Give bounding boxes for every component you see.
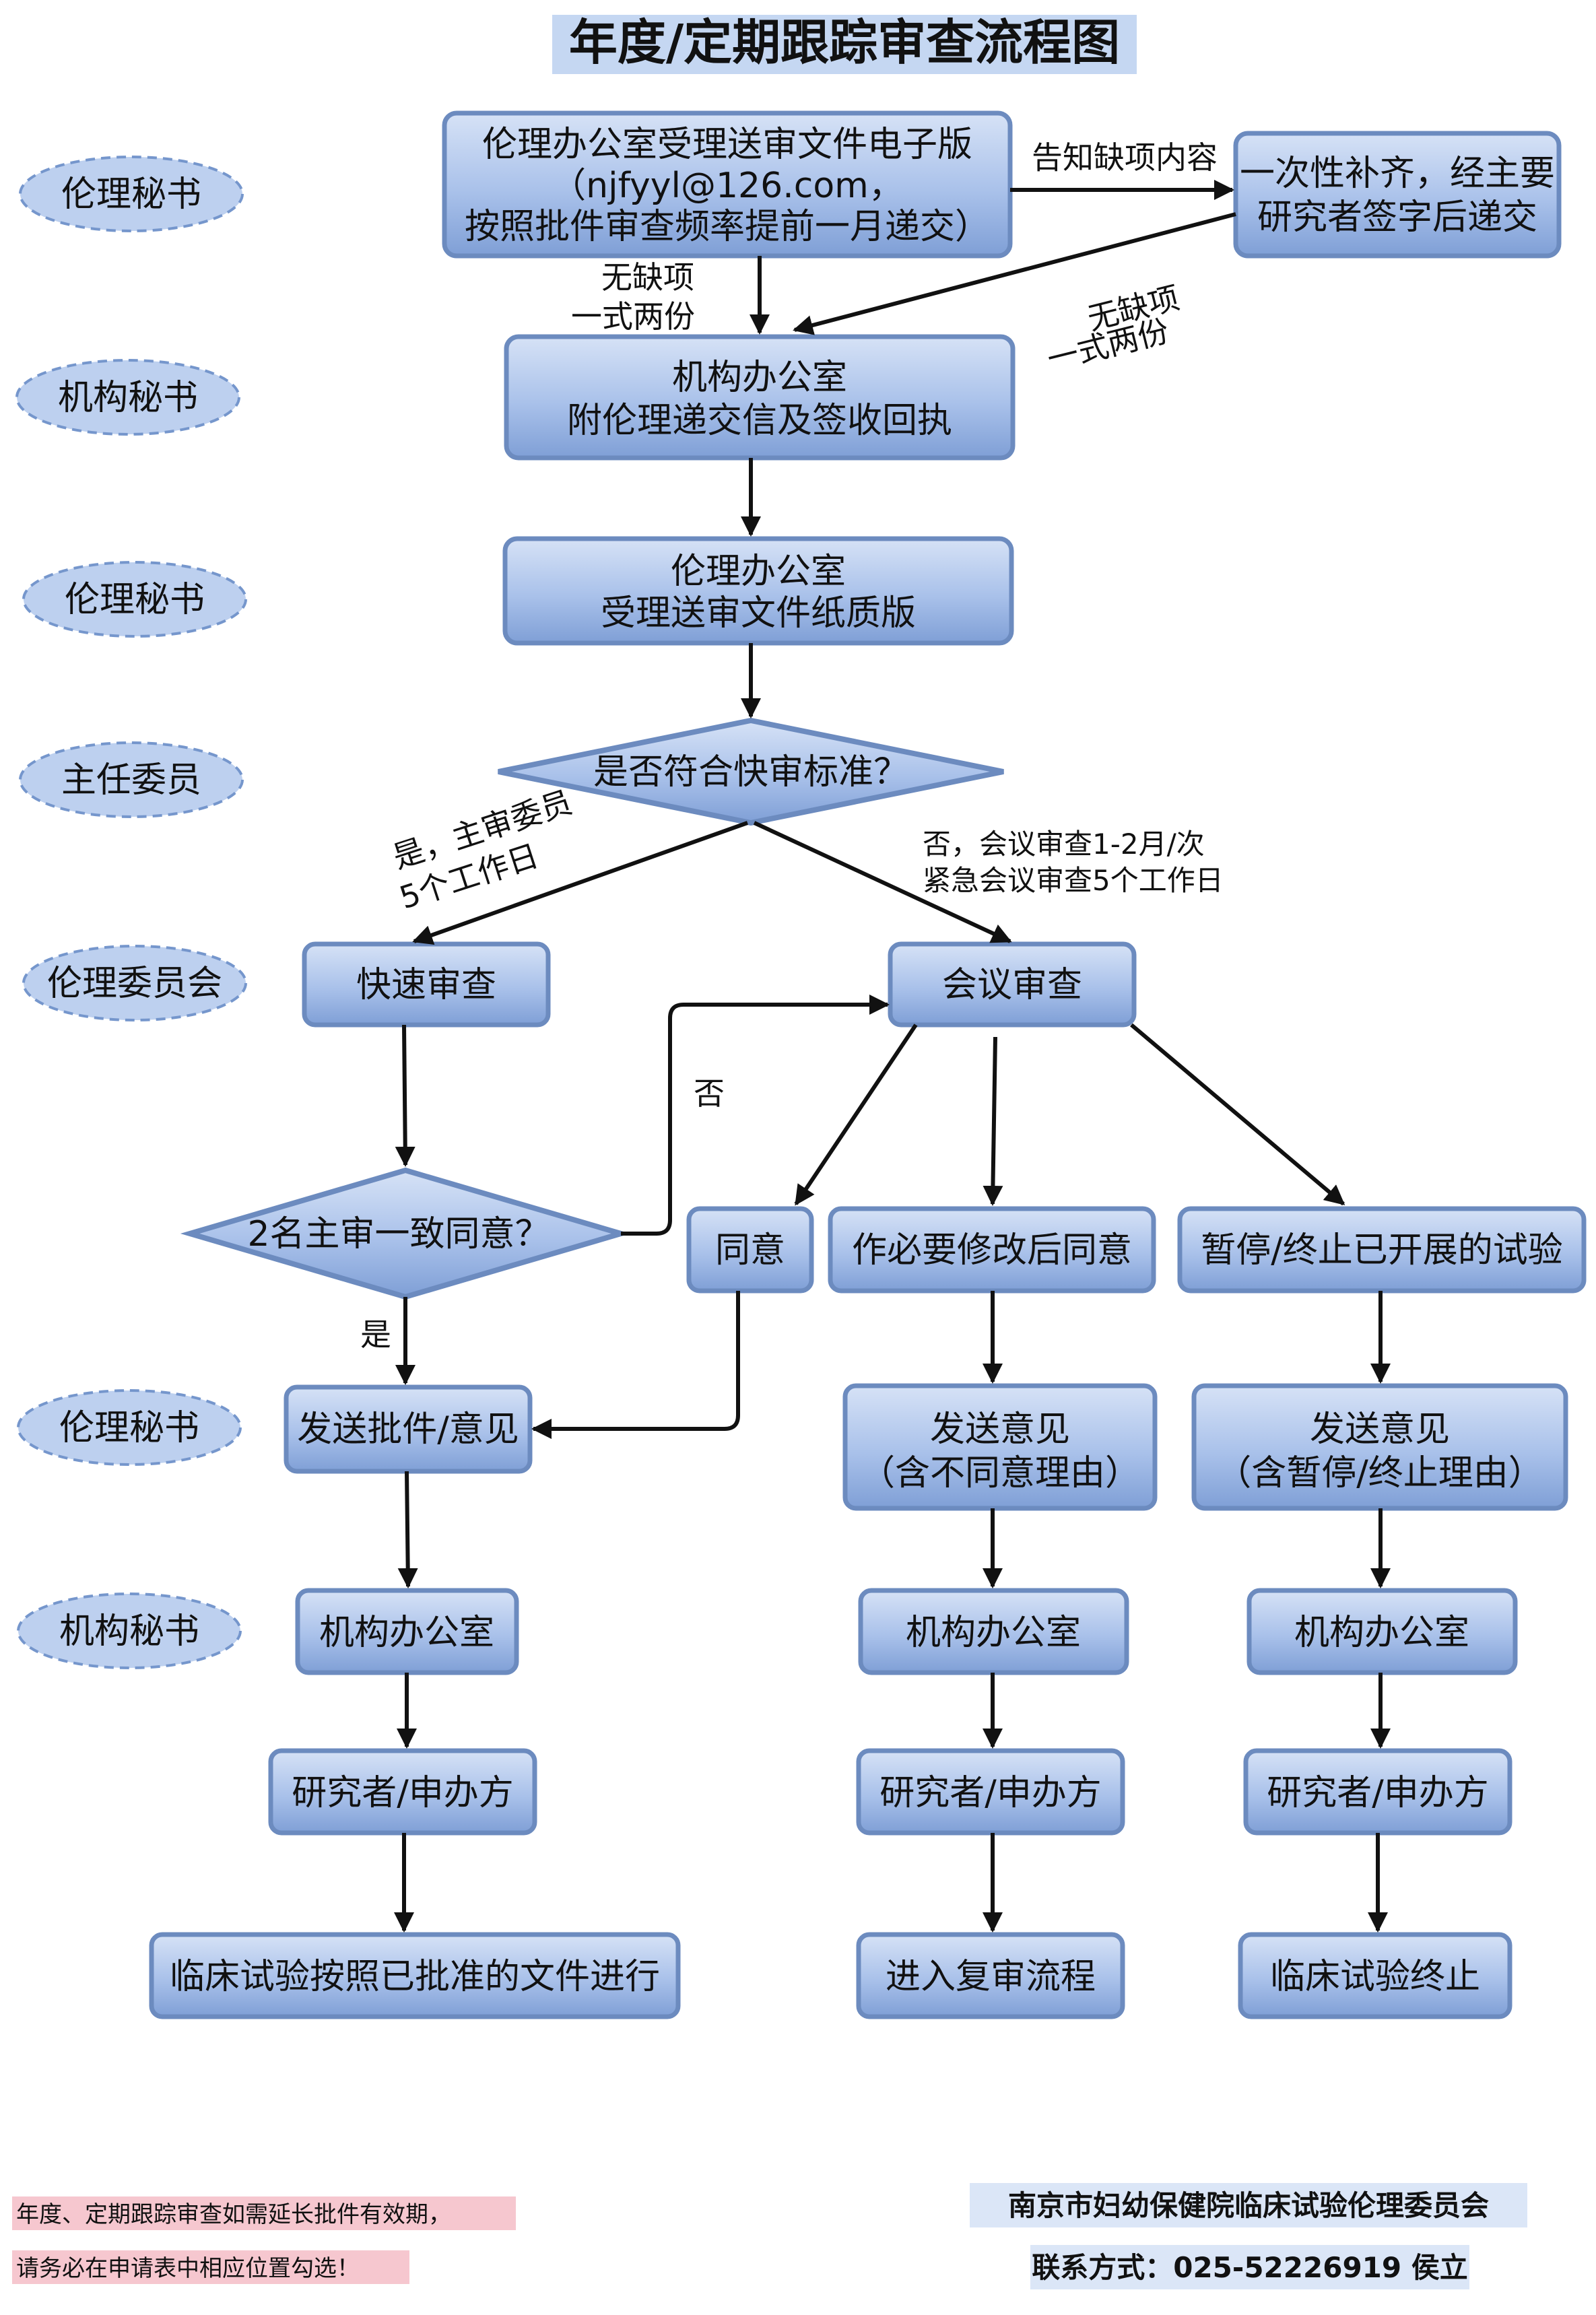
svg-text:伦理秘书: 伦理秘书 — [59, 1408, 199, 1448]
svg-text:伦理秘书: 伦理秘书 — [65, 580, 205, 620]
node-send-opinion-disagree: 发送意见 （含不同意理由） — [842, 1383, 1158, 1511]
arrow-to-fast-review — [412, 821, 749, 945]
role-label-institution-secretary-2: 机构秘书 — [17, 1592, 242, 1669]
svg-text:机构秘书: 机构秘书 — [59, 1611, 199, 1652]
svg-text:快速审查: 快速审查 — [356, 965, 496, 1005]
node-fast-review: 快速审查 — [302, 941, 551, 1028]
svg-text:研究者/申办方: 研究者/申办方 — [292, 1773, 514, 1813]
node-ethics-office-paper: 伦理办公室 受理送审文件纸质版 — [502, 536, 1014, 646]
footer-contact: 联系方式：025-52226919 侯立 — [1032, 2251, 1468, 2284]
node-approve-after-modification: 作必要修改后同意 — [828, 1206, 1156, 1294]
svg-text:临床试验终止: 临床试验终止 — [1270, 1957, 1480, 1997]
svg-text:研究者/申办方: 研究者/申办方 — [879, 1773, 1102, 1813]
arrow-meeting-to-approve — [794, 1024, 918, 1206]
node-trial-terminated: 临床试验终止 — [1238, 1932, 1512, 2019]
connectors — [394, 180, 1391, 1933]
svg-text:伦理办公室: 伦理办公室 — [671, 551, 846, 592]
svg-text:临床试验按照已批准的文件进行: 临床试验按照已批准的文件进行 — [170, 1957, 660, 1997]
svg-text:作必要修改后同意: 作必要修改后同意 — [852, 1230, 1132, 1271]
svg-text:研究者/申办方: 研究者/申办方 — [1267, 1773, 1489, 1813]
edge-label-no-missing-left-2: 一式两份 — [571, 298, 695, 335]
node-institution-office-right: 机构办公室 — [1246, 1588, 1518, 1675]
arrow-meeting-to-suspend — [1130, 1023, 1345, 1206]
node-approve: 同意 — [686, 1206, 814, 1294]
svg-text:机构办公室: 机构办公室 — [906, 1613, 1081, 1653]
node-institution-office-submit: 机构办公室 附伦理递交信及签收回执 — [504, 334, 1016, 461]
svg-text:机构办公室: 机构办公室 — [1294, 1613, 1469, 1653]
footer-org-background — [970, 2183, 1527, 2227]
note-line-2: 请务必在申请表中相应位置勾选！ — [16, 2255, 360, 2282]
note-line-1: 年度、定期跟踪审查如需延长批件有效期， — [16, 2201, 451, 2228]
edge-label-yes: 是 — [360, 1316, 391, 1353]
node-suspend-terminate: 暂停/终止已开展的试验 — [1177, 1206, 1587, 1294]
svg-text:（含暂停/终止理由）: （含暂停/终止理由） — [1216, 1453, 1543, 1494]
decision-fast-review-criteria: 是否符合快审标准？ — [498, 717, 1004, 826]
svg-text:受理送审文件纸质版: 受理送审文件纸质版 — [601, 593, 916, 634]
svg-text:按照批件审查频率提前一月递交）: 按照批件审查频率提前一月递交） — [465, 207, 990, 247]
svg-text:机构办公室: 机构办公室 — [672, 358, 847, 398]
svg-text:会议审查: 会议审查 — [942, 965, 1082, 1005]
svg-text:发送意见: 发送意见 — [930, 1409, 1070, 1450]
arrow-approve-to-send — [531, 1291, 740, 1439]
arrow-fast-to-decision — [395, 1024, 415, 1167]
arrow-left-send-to-office — [397, 1471, 418, 1588]
svg-text:伦理秘书: 伦理秘书 — [61, 174, 201, 215]
role-label-institution-secretary-1: 机构秘书 — [15, 359, 240, 436]
page-title: 年度/定期跟踪审查流程图 — [569, 14, 1120, 71]
edge-label-missing-items: 告知缺项内容 — [1032, 139, 1218, 176]
node-send-approval: 发送批件/意见 — [284, 1384, 533, 1474]
arrow-to-meeting-review — [753, 821, 1012, 943]
decision-two-reviewers-agree: 2名主审一致同意？ — [180, 1167, 631, 1300]
svg-text:一次性补齐，经主要: 一次性补齐，经主要 — [1240, 154, 1555, 194]
role-label-ethics-secretary-2: 伦理秘书 — [22, 561, 247, 638]
node-institution-office-middle: 机构办公室 — [858, 1588, 1129, 1675]
edge-label-no-meeting-1: 否，会议审查1-2月/次 — [923, 828, 1205, 861]
svg-text:发送批件/意见: 发送批件/意见 — [297, 1409, 519, 1450]
note-background-1 — [12, 2196, 516, 2230]
svg-text:机构办公室: 机构办公室 — [319, 1613, 494, 1653]
svg-text:伦理委员会: 伦理委员会 — [47, 964, 222, 1004]
node-investigator-sponsor-middle: 研究者/申办方 — [856, 1748, 1125, 1836]
node-send-opinion-suspend: 发送意见 （含暂停/终止理由） — [1191, 1383, 1568, 1511]
svg-text:是否符合快审标准？: 是否符合快审标准？ — [593, 752, 908, 793]
footer-contact-background — [1030, 2245, 1469, 2289]
svg-text:（含不同意理由）: （含不同意理由） — [860, 1453, 1140, 1494]
edge-label-no-missing-left-1: 无缺项 — [601, 259, 694, 296]
node-investigator-sponsor-right: 研究者/申办方 — [1243, 1748, 1512, 1836]
edge-label-no: 否 — [694, 1075, 725, 1112]
svg-text:附伦理递交信及签收回执: 附伦理递交信及签收回执 — [567, 401, 952, 441]
svg-text:机构秘书: 机构秘书 — [58, 378, 198, 418]
arrow-meeting-to-modify — [983, 1036, 1003, 1206]
role-label-chair: 主任委员 — [19, 741, 244, 818]
svg-text:暂停/终止已开展的试验: 暂停/终止已开展的试验 — [1201, 1230, 1563, 1271]
node-enter-re-review: 进入复审流程 — [856, 1932, 1125, 2019]
arrow-supplement-to-institution — [793, 212, 1236, 335]
title-background — [552, 15, 1137, 74]
svg-text:进入复审流程: 进入复审流程 — [886, 1957, 1096, 1997]
node-investigator-sponsor-left: 研究者/申办方 — [268, 1748, 537, 1836]
node-trial-proceeds: 临床试验按照已批准的文件进行 — [149, 1932, 681, 2019]
svg-text:2名主审一致同意？: 2名主审一致同意？ — [247, 1214, 550, 1254]
role-label-ethics-committee: 伦理委员会 — [22, 945, 247, 1021]
footer-organization: 南京市妇幼保健院临床试验伦理委员会 — [1008, 2189, 1489, 2222]
svg-text:伦理办公室受理送审文件电子版: 伦理办公室受理送审文件电子版 — [482, 125, 972, 165]
svg-text:主任委员: 主任委员 — [61, 760, 201, 801]
role-label-ethics-secretary-3: 伦理秘书 — [17, 1389, 242, 1466]
note-background-2 — [12, 2250, 409, 2284]
node-ethics-office-electronic: 伦理办公室受理送审文件电子版 （njfyyl@126.com， 按照批件审查频率… — [442, 110, 1013, 259]
svg-text:研究者签字后递交: 研究者签字后递交 — [1257, 197, 1537, 238]
svg-text:（njfyyl@126.com，: （njfyyl@126.com， — [551, 166, 904, 206]
role-label-ethics-secretary-1: 伦理秘书 — [19, 156, 244, 232]
svg-text:同意: 同意 — [715, 1230, 785, 1271]
svg-text:发送意见: 发送意见 — [1310, 1409, 1450, 1450]
edge-label-no-meeting-2: 紧急会议审查5个工作日 — [923, 864, 1224, 897]
node-meeting-review: 会议审查 — [888, 941, 1137, 1028]
node-institution-office-left: 机构办公室 — [295, 1588, 519, 1675]
arrow-no-to-meeting — [621, 995, 890, 1236]
node-supplement-missing: 一次性补齐，经主要 研究者签字后递交 — [1233, 131, 1562, 259]
